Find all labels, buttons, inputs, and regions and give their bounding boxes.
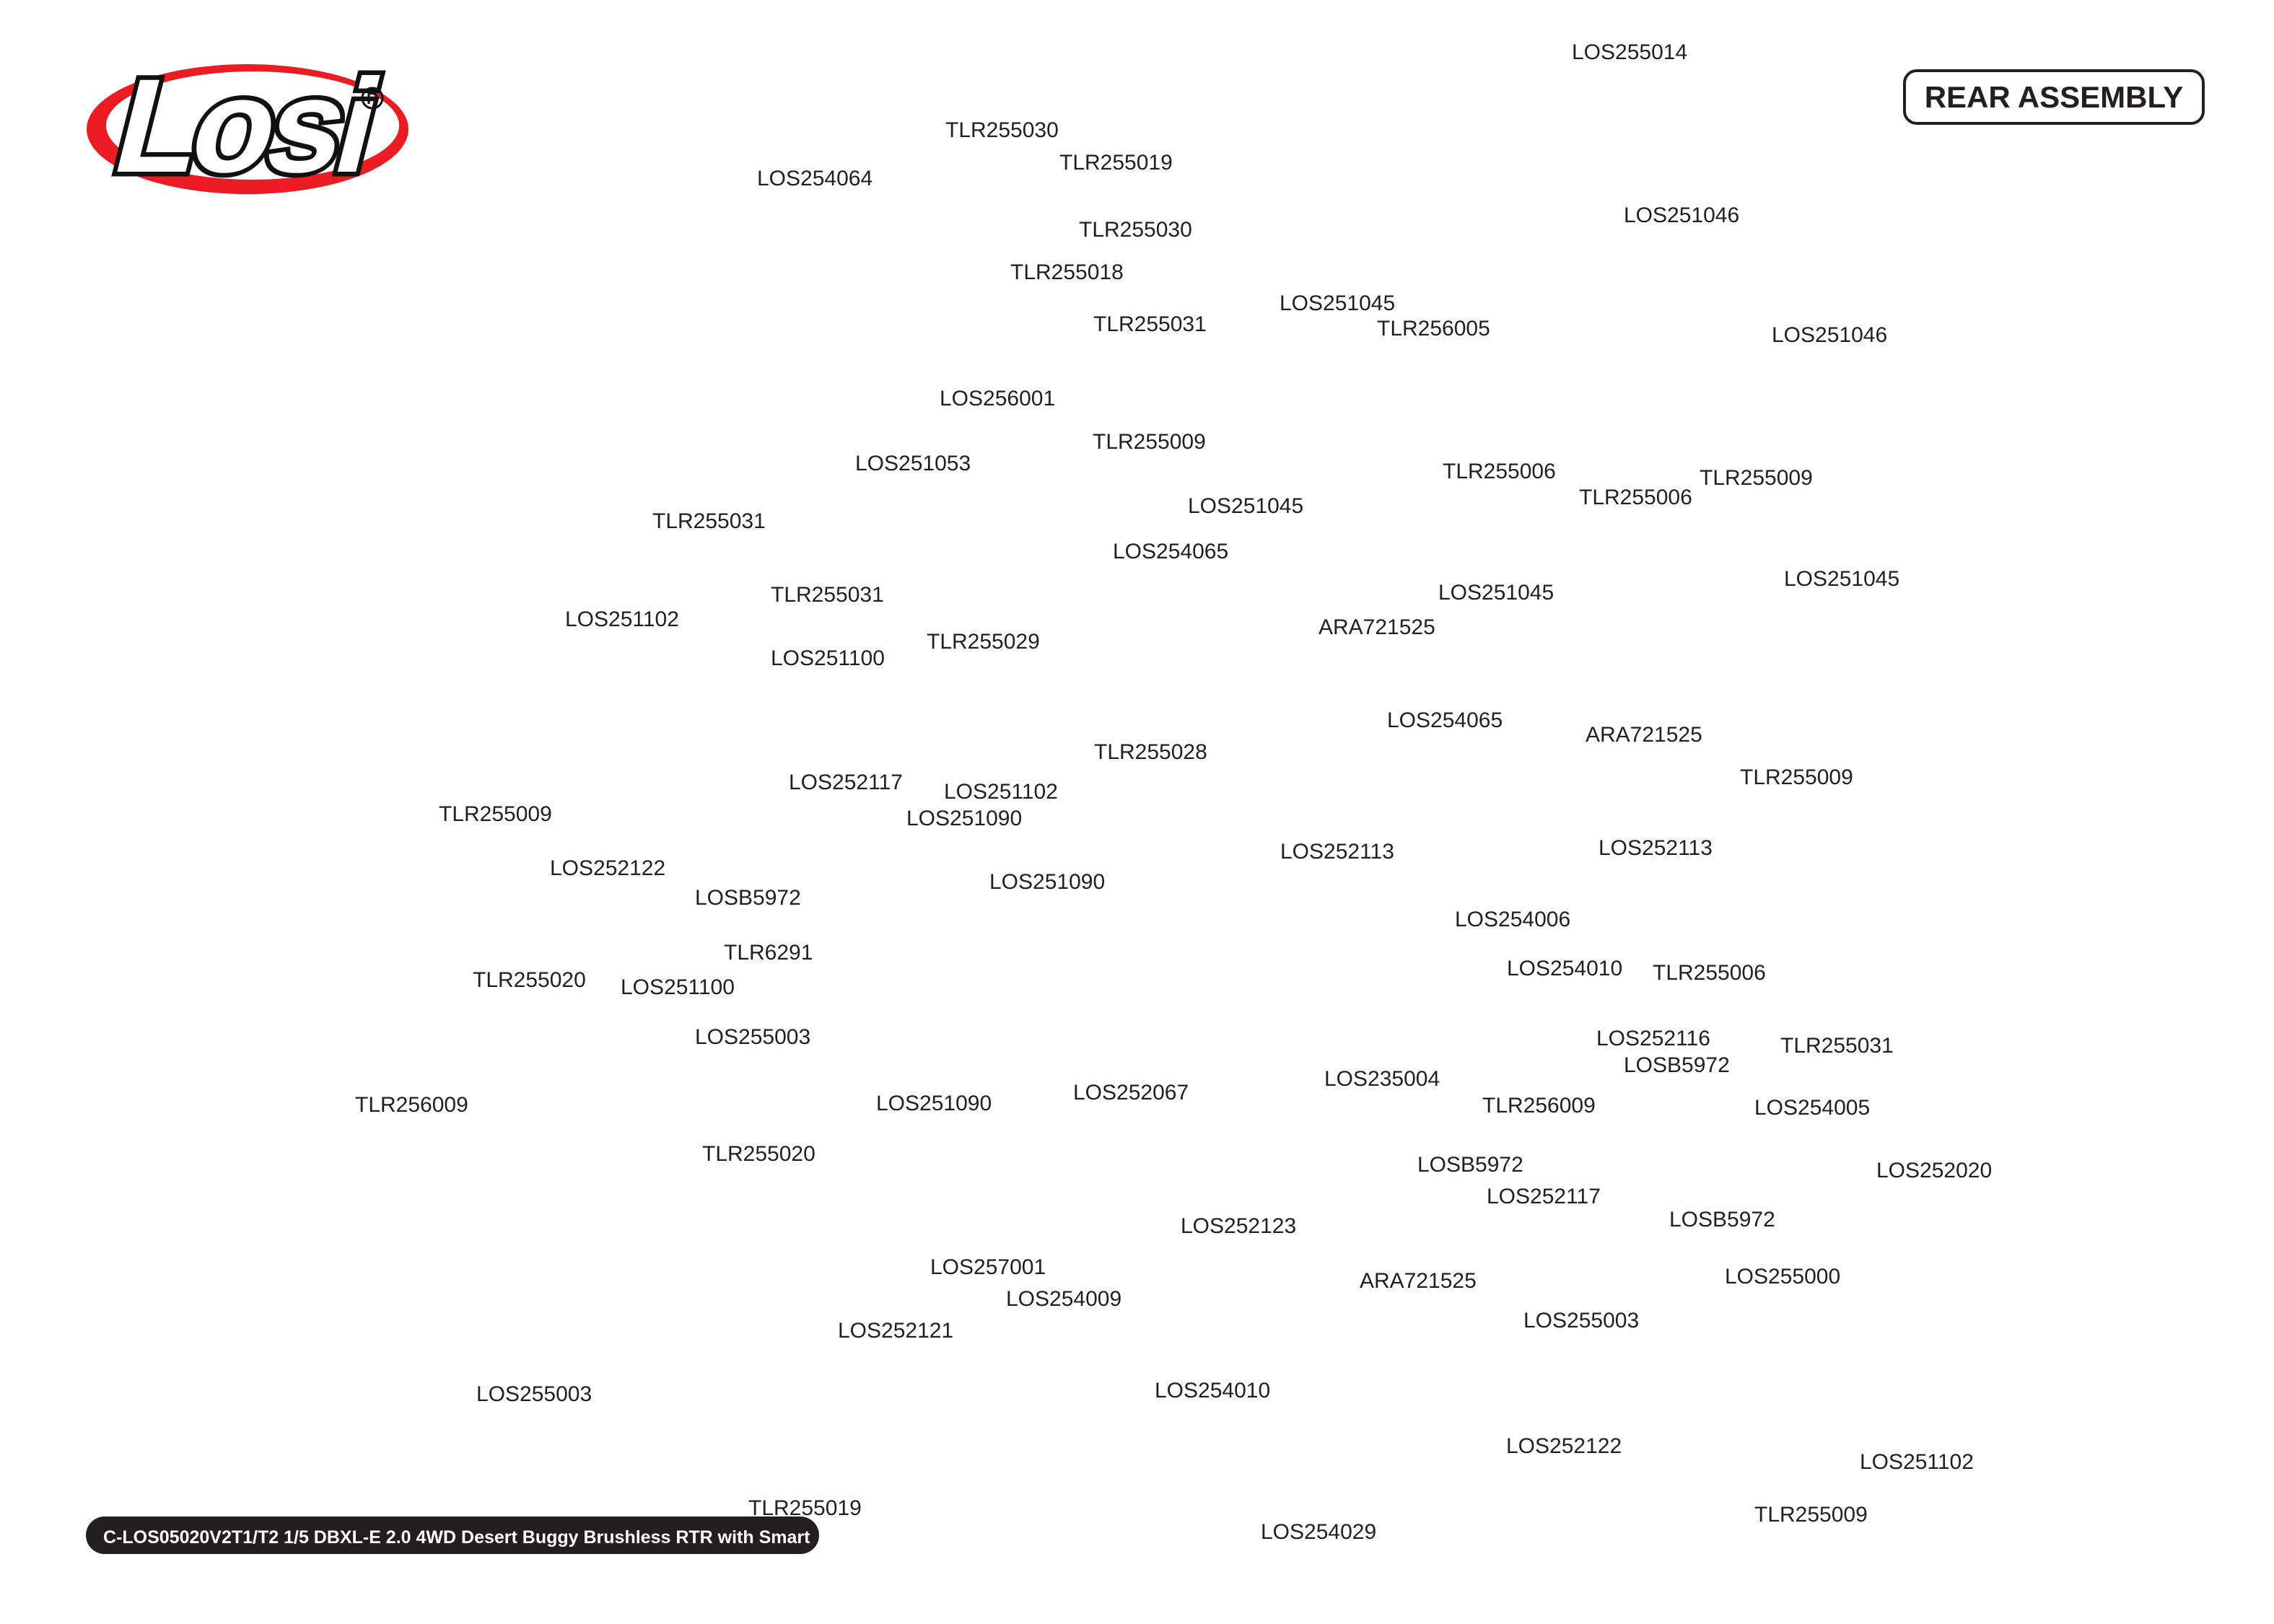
svg-text:TLR255030: TLR255030 <box>945 118 1059 142</box>
svg-text:LOS255003: LOS255003 <box>476 1382 592 1406</box>
svg-text:LOS251045: LOS251045 <box>1280 291 1395 315</box>
svg-text:LOS254010: LOS254010 <box>1507 957 1622 980</box>
svg-text:LOS254065: LOS254065 <box>1387 708 1503 732</box>
svg-text:TLR256009: TLR256009 <box>1482 1094 1596 1118</box>
svg-text:TLR6291: TLR6291 <box>724 941 813 965</box>
svg-text:TLR255019: TLR255019 <box>1059 151 1173 175</box>
svg-text:TLR255009: TLR255009 <box>439 802 552 826</box>
svg-text:LOS251090: LOS251090 <box>906 807 1022 830</box>
svg-text:LOS252113: LOS252113 <box>1280 840 1394 864</box>
svg-text:TLR255009: TLR255009 <box>1754 1503 1868 1527</box>
svg-text:LOS251045: LOS251045 <box>1784 567 1899 591</box>
svg-text:LOSB5972: LOSB5972 <box>1669 1208 1775 1232</box>
svg-text:LOS251102: LOS251102 <box>944 780 1058 804</box>
svg-text:TLR256009: TLR256009 <box>355 1093 468 1117</box>
svg-text:TLR255009: TLR255009 <box>1740 765 1853 789</box>
svg-text:LOS254029: LOS254029 <box>1261 1520 1376 1544</box>
svg-text:ARA721525: ARA721525 <box>1319 615 1435 639</box>
svg-text:C-LOS05020V2T1/T2 1/5 DBXL-E 2: C-LOS05020V2T1/T2 1/5 DBXL-E 2.0 4WD Des… <box>103 1527 810 1548</box>
svg-text:LOS251102: LOS251102 <box>1860 1450 1974 1474</box>
svg-text:R: R <box>367 89 378 107</box>
svg-text:ARA721525: ARA721525 <box>1360 1269 1477 1293</box>
svg-text:LOS251100: LOS251100 <box>621 975 735 999</box>
svg-text:TLR255020: TLR255020 <box>702 1142 815 1166</box>
svg-text:LOS255003: LOS255003 <box>695 1025 810 1049</box>
svg-text:Losi: Losi <box>101 51 390 201</box>
svg-text:LOS255014: LOS255014 <box>1572 40 1687 64</box>
svg-text:LOSB5972: LOSB5972 <box>1417 1153 1523 1177</box>
svg-text:LOS251045: LOS251045 <box>1188 494 1303 518</box>
svg-text:LOS254010: LOS254010 <box>1155 1379 1270 1403</box>
svg-text:LOS254064: LOS254064 <box>757 167 873 190</box>
svg-text:LOS255003: LOS255003 <box>1523 1309 1639 1333</box>
svg-text:TLR255009: TLR255009 <box>1093 430 1206 454</box>
svg-text:LOS251100: LOS251100 <box>771 646 885 670</box>
svg-text:TLR255031: TLR255031 <box>652 509 766 533</box>
svg-text:LOS252117: LOS252117 <box>1487 1185 1601 1208</box>
svg-text:LOS251090: LOS251090 <box>876 1092 992 1115</box>
svg-text:TLR255018: TLR255018 <box>1010 260 1124 284</box>
svg-text:TLR255031: TLR255031 <box>1780 1034 1894 1058</box>
svg-text:LOS252067: LOS252067 <box>1073 1081 1189 1105</box>
svg-text:LOS252020: LOS252020 <box>1876 1159 1992 1182</box>
svg-text:LOSB5972: LOSB5972 <box>1624 1053 1730 1077</box>
svg-text:LOS257001: LOS257001 <box>930 1255 1046 1279</box>
svg-text:LOS252122: LOS252122 <box>550 856 665 880</box>
svg-text:LOS252113: LOS252113 <box>1599 836 1713 860</box>
svg-text:ARA721525: ARA721525 <box>1586 723 1702 747</box>
svg-text:TLR255006: TLR255006 <box>1579 486 1692 509</box>
svg-text:TLR256005: TLR256005 <box>1377 317 1490 341</box>
svg-text:LOS251102: LOS251102 <box>565 607 679 631</box>
svg-text:TLR255020: TLR255020 <box>473 968 586 992</box>
svg-text:TLR255009: TLR255009 <box>1700 466 1813 490</box>
svg-text:TLR255019: TLR255019 <box>748 1496 862 1520</box>
svg-text:LOS252117: LOS252117 <box>789 771 903 794</box>
svg-text:TLR255029: TLR255029 <box>927 630 1040 654</box>
svg-text:LOS254065: LOS254065 <box>1113 540 1228 563</box>
svg-text:TLR255031: TLR255031 <box>1093 312 1207 336</box>
svg-text:TLR255006: TLR255006 <box>1443 460 1556 483</box>
svg-text:LOS254006: LOS254006 <box>1455 908 1570 931</box>
svg-text:LOS254005: LOS254005 <box>1754 1096 1870 1120</box>
svg-text:TLR255030: TLR255030 <box>1079 218 1192 242</box>
svg-text:LOS254009: LOS254009 <box>1006 1287 1121 1311</box>
svg-text:LOS256001: LOS256001 <box>940 387 1055 411</box>
svg-text:REAR ASSEMBLY: REAR ASSEMBLY <box>1925 80 2184 114</box>
svg-text:LOS251053: LOS251053 <box>855 452 971 475</box>
svg-text:LOSB5972: LOSB5972 <box>695 886 801 910</box>
svg-text:LOS251046: LOS251046 <box>1624 203 1739 227</box>
svg-text:LOS252121: LOS252121 <box>838 1319 953 1343</box>
svg-text:LOS255000: LOS255000 <box>1725 1265 1840 1289</box>
svg-text:LOS251090: LOS251090 <box>989 870 1105 894</box>
svg-text:LOS252122: LOS252122 <box>1506 1434 1622 1458</box>
svg-text:LOS235004: LOS235004 <box>1324 1067 1440 1091</box>
svg-text:LOS251046: LOS251046 <box>1772 323 1887 347</box>
svg-text:LOS252123: LOS252123 <box>1181 1214 1296 1238</box>
svg-text:TLR255006: TLR255006 <box>1653 961 1766 985</box>
svg-text:TLR255028: TLR255028 <box>1094 740 1207 764</box>
svg-text:TLR255031: TLR255031 <box>771 583 884 607</box>
svg-text:LOS251045: LOS251045 <box>1438 581 1554 605</box>
svg-text:LOS252116: LOS252116 <box>1596 1027 1710 1050</box>
